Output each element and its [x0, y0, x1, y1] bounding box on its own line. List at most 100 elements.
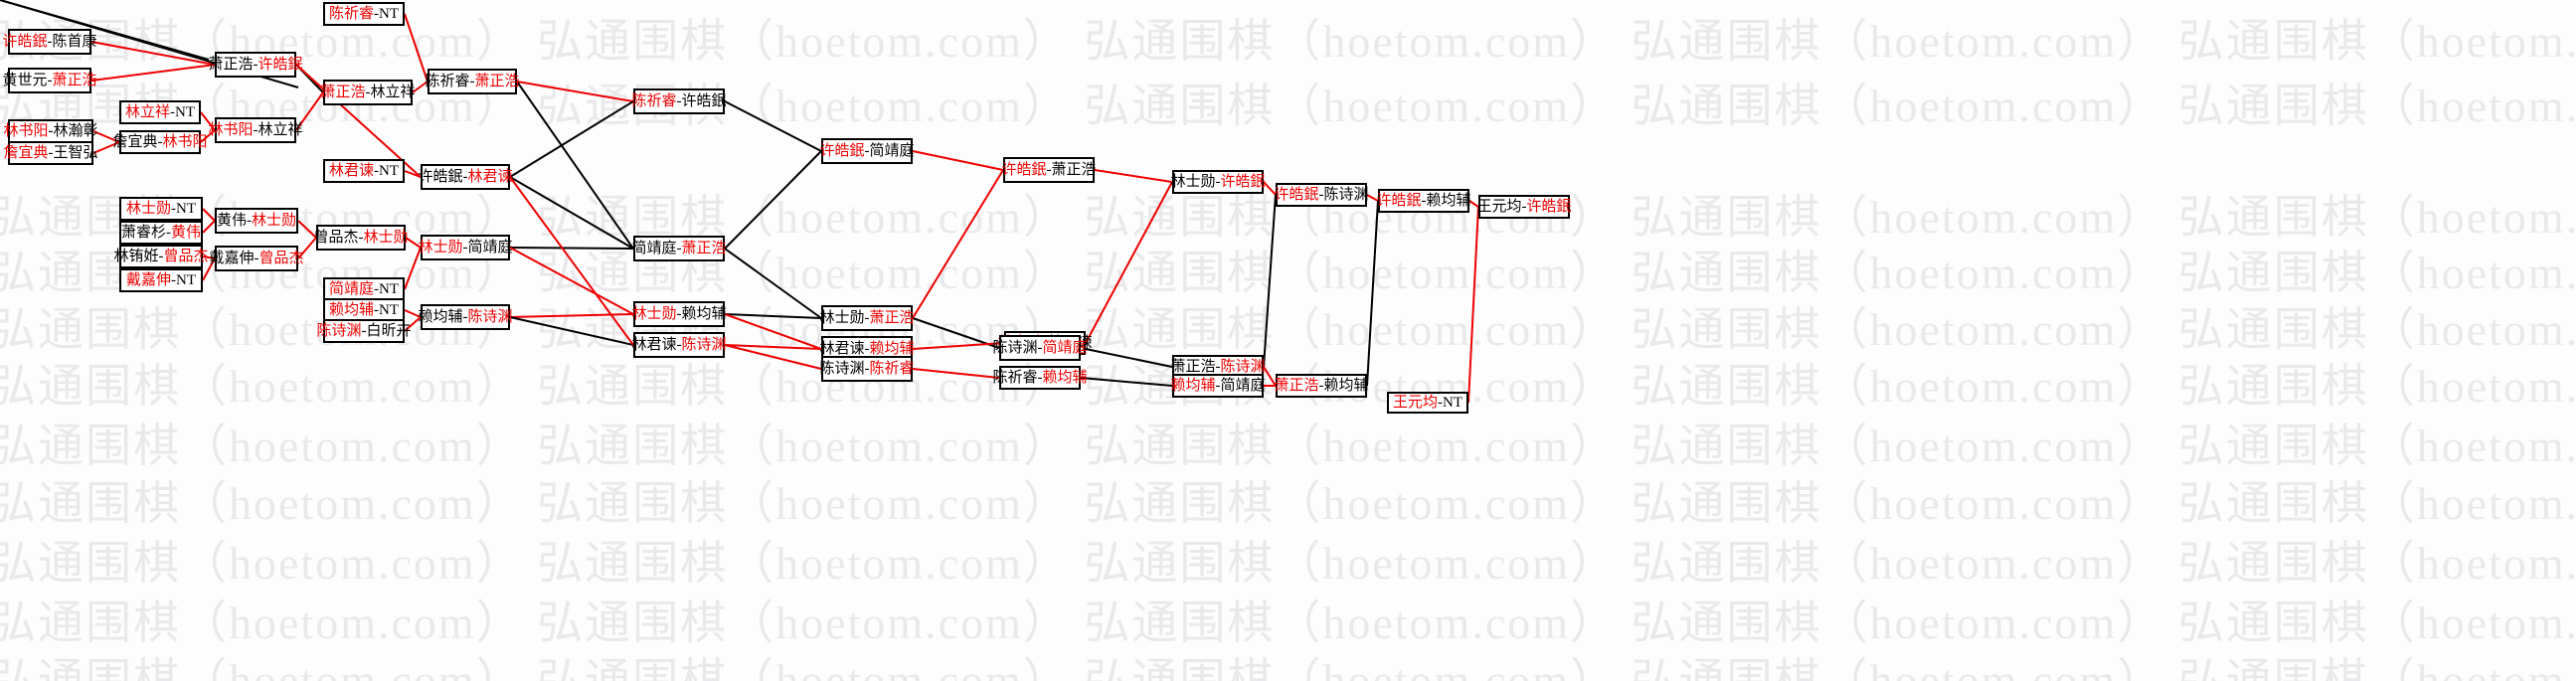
bracket-edge: [509, 100, 634, 178]
match-node[interactable]: 林君谏-陈诗渊: [631, 332, 727, 358]
loser-name: NT: [379, 5, 400, 22]
winner-name: 戴嘉伸: [126, 271, 172, 288]
winner-name: 林士勋: [418, 239, 463, 255]
match-node[interactable]: 陈诗渊-陈祈睿: [819, 356, 915, 382]
match-node[interactable]: 王元均-NT: [1387, 392, 1468, 414]
winner-name: 萧正浩: [1274, 377, 1319, 394]
match-node[interactable]: 黄伟-林士勋: [215, 208, 298, 234]
loser-name: NT: [175, 103, 196, 120]
match-node[interactable]: 黄世元-萧正浩: [2, 68, 97, 93]
match-node[interactable]: 萧睿杉-黄伟: [119, 221, 203, 245]
bracket-edge: [912, 368, 1000, 379]
loser-name: 赖均辅: [1426, 192, 1471, 209]
match-node[interactable]: 许皓鈱-赖均辅: [1376, 189, 1471, 213]
match-node[interactable]: 赖均辅-简靖庭: [1170, 374, 1266, 398]
match-node[interactable]: 林士勋-萧正浩: [819, 305, 915, 331]
winner-name: 简靖庭: [329, 280, 375, 297]
name-separator: -: [171, 271, 177, 288]
loser-name: 黄世元: [2, 72, 48, 88]
match-node[interactable]: 戴嘉伸-曾品杰: [209, 246, 304, 271]
name-separator: -: [864, 309, 870, 326]
match-node[interactable]: 曾品杰-林士勋: [313, 225, 409, 251]
match-node[interactable]: 许皓鈱-萧正浩: [1001, 157, 1097, 183]
winner-name: 萧正浩: [869, 309, 915, 326]
match-node[interactable]: 许皓鈱-简靖庭: [819, 138, 915, 164]
match-node[interactable]: 陈祈睿-许皓鈱: [631, 88, 727, 114]
winner-name: 萧正浩: [320, 84, 366, 100]
match-node[interactable]: 陈祈睿-萧正浩: [425, 69, 520, 94]
bracket-edge: [912, 169, 1004, 319]
bracket-edge: [509, 316, 634, 346]
name-separator: -: [48, 122, 54, 139]
winner-name: 林书阳: [208, 121, 254, 138]
winner-name: 陈诗渊: [681, 336, 727, 353]
match-node[interactable]: 林士勋-赖均辅: [631, 301, 727, 327]
match-node[interactable]: 林士勋-许皓鈱: [1170, 170, 1266, 194]
loser-name: 简靖庭: [631, 240, 677, 256]
bracket-edge: [509, 247, 634, 250]
match-node[interactable]: 赖均辅-NT: [323, 298, 405, 322]
match-node[interactable]: 陈祈睿-赖均辅: [992, 366, 1088, 390]
match-node[interactable]: 林君谏-NT: [323, 159, 405, 183]
winner-name: 林士勋: [363, 229, 409, 246]
winner-name: 詹宜典: [3, 144, 49, 161]
loser-name: 萧正浩: [1170, 358, 1216, 375]
match-node[interactable]: 许皓鈱-陈首康: [2, 29, 97, 55]
match-node[interactable]: 林铕姙-曾品杰: [113, 245, 209, 268]
match-node[interactable]: 戴嘉伸-NT: [119, 268, 203, 292]
loser-name: NT: [379, 280, 400, 297]
name-separator: -: [166, 224, 171, 241]
match-node[interactable]: 萧正浩-陈诗渊: [1170, 355, 1266, 379]
name-separator: -: [374, 280, 380, 297]
winner-name: 林君谏: [467, 168, 513, 185]
match-node[interactable]: 林士勋-NT: [119, 197, 203, 221]
match-node[interactable]: 詹宜典-王智弘: [3, 141, 98, 165]
name-separator: -: [1521, 198, 1527, 215]
loser-name: 许皓鈱: [418, 168, 463, 185]
match-node[interactable]: 陈诗渊-简靖庭: [992, 335, 1088, 361]
winner-name: 林书阳: [162, 133, 208, 150]
match-node[interactable]: 陈诗渊-白昕卉: [316, 319, 412, 343]
match-node[interactable]: 萧正浩-林立祥: [320, 80, 416, 105]
match-node[interactable]: 陈祈睿-NT: [323, 2, 405, 26]
name-separator: -: [864, 142, 870, 159]
name-separator: -: [1438, 394, 1444, 411]
name-separator: -: [1037, 339, 1043, 356]
bracket-edge: [516, 81, 634, 250]
bracket-edge: [509, 176, 634, 346]
loser-name: 萧正浩: [1051, 161, 1097, 178]
name-separator: -: [157, 133, 163, 150]
match-node[interactable]: 许皓鈱-陈诗渊: [1274, 183, 1369, 207]
bracket-edge: [404, 13, 429, 83]
bracket-edge: [1080, 377, 1173, 387]
winner-name: 林君谏: [329, 162, 375, 179]
name-separator: -: [1046, 161, 1052, 178]
match-node[interactable]: 王元均-许皓鈱: [1476, 195, 1572, 219]
bracket-edge: [1366, 200, 1379, 387]
winner-name: 赖均辅: [329, 301, 375, 318]
bracket-edge: [724, 313, 822, 319]
winner-name: 许皓鈱: [819, 142, 865, 159]
winner-name: 王元均: [1393, 394, 1439, 411]
match-node[interactable]: 林士勋-简靖庭: [418, 235, 513, 260]
match-node[interactable]: 简靖庭-萧正浩: [631, 236, 727, 261]
match-node[interactable]: 詹宜典-林书阳: [112, 130, 208, 154]
winner-name: 赖均辅: [1170, 377, 1216, 394]
loser-name: 陈诗渊: [992, 339, 1038, 356]
loser-name: 陈诗渊: [819, 360, 865, 377]
bracket-edge: [724, 313, 822, 350]
loser-name: 简靖庭: [869, 142, 915, 159]
match-node[interactable]: 林书阳-林立祥: [208, 117, 303, 143]
bracket-edge: [516, 81, 634, 102]
winner-name: 陈诗渊: [1220, 358, 1266, 375]
match-node[interactable]: 萧正浩-许皓鈱: [208, 52, 303, 78]
name-separator: -: [1215, 358, 1221, 375]
match-node[interactable]: 林立祥-NT: [119, 100, 201, 124]
match-node[interactable]: 林书阳-林瀚彰: [3, 119, 98, 143]
bracket-edge: [1467, 206, 1479, 404]
match-node[interactable]: 许皓鈱-林君谏: [418, 164, 513, 190]
winner-name: 陈祈睿: [631, 92, 677, 109]
match-node[interactable]: 赖均辅-陈诗渊: [418, 304, 513, 330]
match-node[interactable]: 萧正浩-赖均辅: [1274, 374, 1369, 398]
loser-name: 陈诗渊: [1323, 186, 1369, 203]
